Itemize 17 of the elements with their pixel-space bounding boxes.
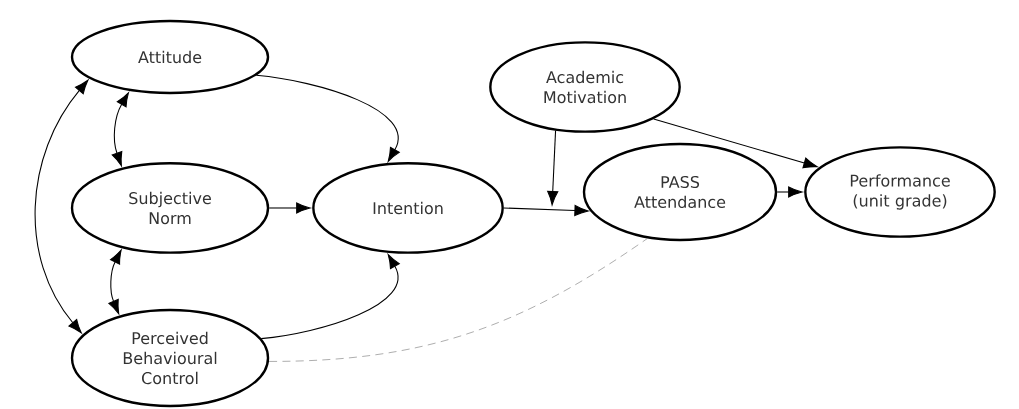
arrow [653, 118, 818, 169]
ellipse-node: Attitude [70, 19, 270, 95]
ellipse-node: Intention [312, 162, 504, 254]
arrow [260, 254, 400, 340]
arrow [108, 249, 122, 315]
arrow [268, 202, 311, 214]
arrow [255, 74, 400, 162]
arrow [34, 79, 89, 334]
arrow [776, 186, 803, 198]
ellipse-node: Perceived Behavioural Control [70, 308, 270, 408]
arrow [547, 130, 559, 206]
arrow [111, 92, 129, 167]
ellipse-node: Performance (unit grade) [804, 146, 996, 238]
ellipse-node: Subjective Norm [70, 162, 270, 254]
arrow [503, 204, 589, 217]
ellipse-node: Academic Motivation [489, 41, 681, 133]
ellipse-node: PASS Attendance [582, 142, 778, 242]
